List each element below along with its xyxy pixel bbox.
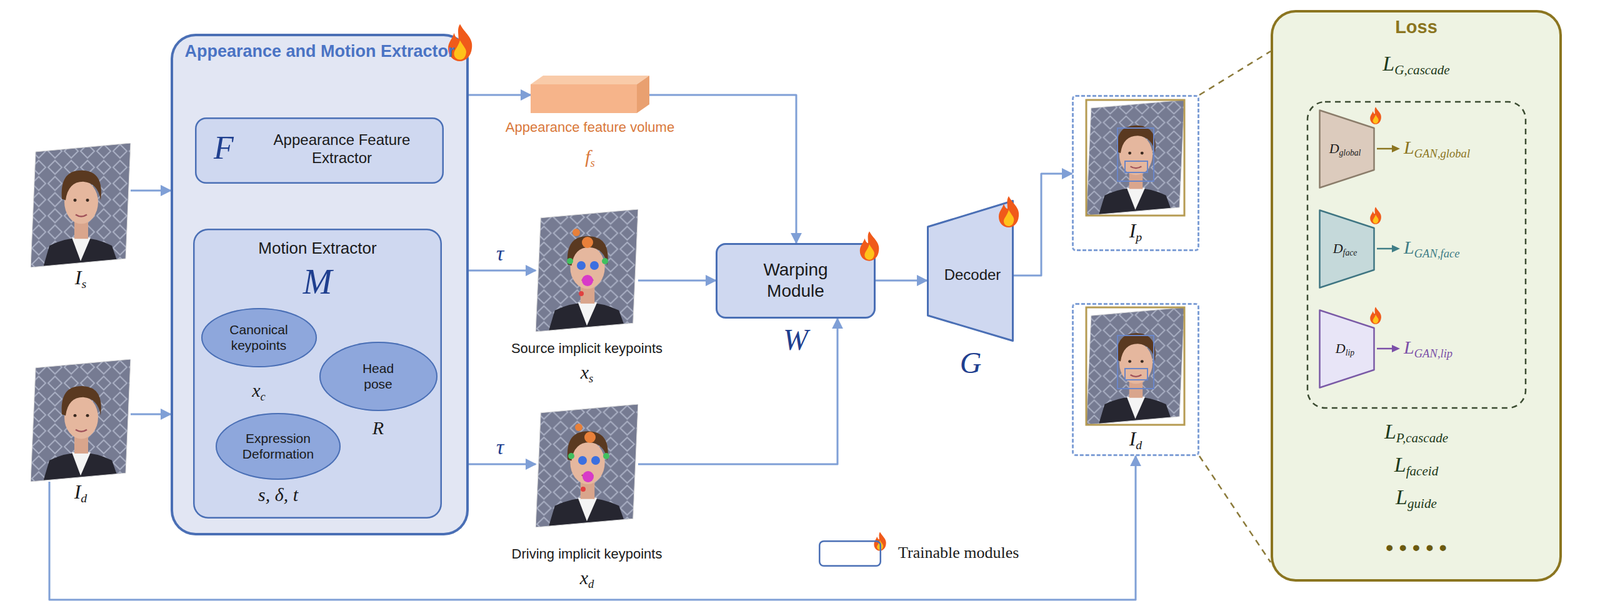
image-caption: Source implicit keypoints bbox=[493, 340, 681, 357]
panel-title: Loss bbox=[1270, 16, 1562, 39]
flame-icon bbox=[1370, 206, 1382, 225]
face-photo bbox=[535, 404, 639, 528]
module-box: Motion ExtractorMCanonical keypointsxcHe… bbox=[193, 228, 442, 519]
component-label: Head pose bbox=[353, 360, 404, 392]
module-box: Warping ModuleW bbox=[715, 243, 876, 319]
gan-loss-label: LGAN,global bbox=[1403, 136, 1514, 161]
discriminator-label: Dface bbox=[1318, 240, 1372, 259]
module-label: Warping Module bbox=[753, 259, 839, 302]
component-label: Expression Deformation bbox=[228, 430, 329, 462]
module-label: Decoder bbox=[935, 266, 1010, 285]
loss-term: LG,cascade bbox=[1270, 51, 1562, 79]
discriminator-label: Dglobal bbox=[1318, 140, 1372, 159]
volume-label: Appearance feature volume bbox=[490, 119, 690, 136]
flame-icon bbox=[1370, 106, 1382, 125]
loss-term: Lguide bbox=[1270, 485, 1562, 513]
gan-arrows bbox=[1376, 145, 1400, 353]
feature-volume: Appearance feature volumefs bbox=[530, 75, 650, 114]
legend-swatch bbox=[818, 540, 882, 567]
math-symbol: xd bbox=[566, 566, 607, 592]
flame-icon bbox=[860, 231, 880, 262]
face-photo bbox=[535, 209, 639, 332]
math-symbol: G bbox=[945, 345, 996, 382]
module-label: Appearance Feature Extractor bbox=[251, 131, 433, 168]
dashed-link bbox=[1199, 456, 1271, 563]
flow-arrow bbox=[468, 463, 536, 466]
component-ellipse: Canonical keypointsxc bbox=[201, 308, 317, 368]
math-symbol: F bbox=[206, 128, 242, 168]
discriminator-group bbox=[1307, 101, 1526, 409]
target-photo bbox=[1086, 307, 1185, 425]
image-label: Is bbox=[55, 265, 106, 292]
flame-icon bbox=[448, 23, 472, 62]
math-symbol: M bbox=[193, 261, 442, 304]
loss-term: Lfaceid bbox=[1270, 452, 1562, 480]
module-label: Motion Extractor bbox=[193, 238, 442, 259]
face-photo bbox=[30, 359, 131, 482]
flow-arrow bbox=[649, 95, 797, 244]
math-symbol: R bbox=[358, 416, 399, 440]
flow-arrow bbox=[1013, 173, 1072, 276]
flow-arrow bbox=[130, 413, 171, 416]
output-frame: Ip bbox=[1071, 95, 1200, 252]
component-ellipse: Expression Deformations, δ, t bbox=[215, 413, 341, 480]
math-symbol: xc bbox=[238, 379, 279, 404]
component-label: Canonical keypoints bbox=[211, 321, 306, 354]
image-label: Id bbox=[55, 480, 106, 507]
keypoint-image: Driving implicit keypointsxd bbox=[535, 404, 639, 528]
keypoint-dots bbox=[566, 228, 610, 492]
flow-arrow bbox=[468, 94, 531, 97]
flame-icon bbox=[998, 196, 1019, 228]
keypoint-image: Source implicit keypointsxs bbox=[535, 209, 639, 332]
discriminator-trapezoid: Dface bbox=[1318, 209, 1375, 289]
legend: Trainable modules bbox=[818, 540, 1082, 569]
gan-loss-label: LGAN,face bbox=[1403, 236, 1514, 261]
loss-panel: LossLG,cascadeLP,cascadeLfaceidLguide • •… bbox=[1270, 10, 1562, 582]
decoder-trapezoid: DecoderG bbox=[926, 200, 1014, 342]
flow-arrow bbox=[875, 280, 927, 282]
extractor-box: Appearance and Motion ExtractorFAppearan… bbox=[170, 33, 469, 536]
discriminator-trapezoid: Dlip bbox=[1318, 309, 1375, 389]
flow-arrow bbox=[638, 280, 716, 282]
box-title: Appearance and Motion Extractor bbox=[183, 41, 457, 62]
transform-symbol: τ bbox=[487, 241, 513, 267]
flame-icon bbox=[873, 532, 886, 552]
discriminator-label: Dlip bbox=[1318, 340, 1372, 359]
flow-arrow bbox=[130, 190, 171, 192]
image-caption: Driving implicit keypoints bbox=[493, 546, 681, 563]
discriminator-trapezoid: Dglobal bbox=[1318, 109, 1375, 189]
shape-outline bbox=[530, 75, 650, 114]
gan-loss-label: LGAN,lip bbox=[1403, 336, 1514, 361]
component-ellipse: Head poseR bbox=[319, 341, 438, 412]
input-image: Id bbox=[30, 359, 131, 482]
image-label: Ip bbox=[1110, 218, 1161, 245]
math-symbol: W bbox=[764, 321, 827, 359]
math-symbol: xs bbox=[566, 361, 607, 386]
module-box: FAppearance Feature Extractor bbox=[195, 117, 444, 184]
legend-label: Trainable modules bbox=[898, 543, 1080, 563]
output-frame: Id bbox=[1071, 303, 1200, 457]
loss-panel-ground bbox=[1270, 10, 1562, 582]
image-label: Id bbox=[1110, 426, 1161, 454]
flow-arrow bbox=[468, 270, 536, 272]
face-photo bbox=[30, 143, 131, 268]
flame-icon bbox=[1370, 306, 1382, 325]
loss-term: LP,cascade bbox=[1270, 419, 1562, 447]
math-symbol: s, δ, t bbox=[246, 483, 310, 507]
predicted-photo bbox=[1086, 100, 1185, 216]
math-symbol: fs bbox=[571, 145, 609, 170]
flow-arrow bbox=[638, 318, 838, 465]
input-image: Is bbox=[30, 143, 131, 268]
dashed-link bbox=[1199, 51, 1271, 95]
ellipsis: • • • • • bbox=[1270, 535, 1562, 561]
transform-symbol: τ bbox=[487, 435, 513, 461]
